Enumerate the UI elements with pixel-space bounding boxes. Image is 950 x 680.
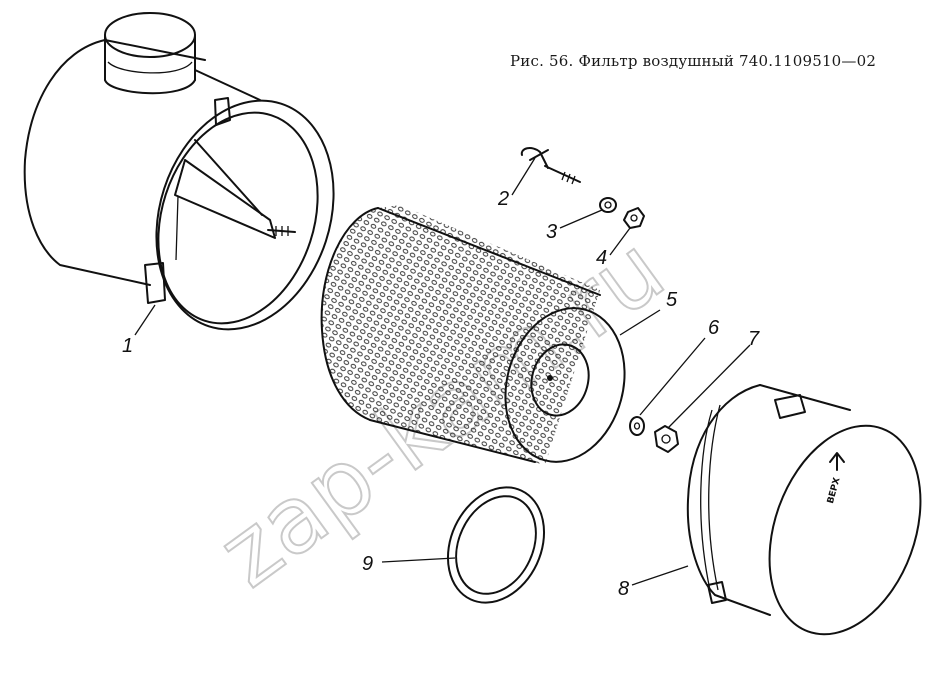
cover-marking: ВЕРХ — [826, 477, 843, 505]
callout-7: 7 — [748, 328, 760, 350]
leader-7 — [667, 344, 751, 429]
callout-9: 9 — [362, 553, 373, 575]
filter-element — [320, 205, 626, 465]
filter-housing — [23, 12, 335, 331]
filter-cover: ВЕРХ — [686, 384, 922, 636]
leader-1 — [134, 304, 156, 336]
callout-8: 8 — [618, 578, 629, 600]
callout-5: 5 — [666, 289, 678, 311]
leader-2 — [511, 157, 536, 196]
callout-1: 1 — [122, 335, 133, 357]
washer-part-6 — [629, 416, 645, 436]
washer-part-3 — [599, 197, 617, 213]
nut-part-7 — [654, 425, 679, 453]
callout-4: 4 — [596, 247, 607, 269]
callout-2: 2 — [497, 188, 509, 210]
seal-ring — [446, 486, 546, 604]
leader-9 — [381, 557, 456, 563]
callout-6: 6 — [708, 317, 720, 339]
leader-5 — [619, 309, 661, 336]
leader-3 — [559, 209, 603, 229]
bolt-part — [520, 147, 581, 185]
leader-4 — [609, 227, 631, 256]
figure-title: Рис. 56. Фильтр воздушный 740.1109510—02 — [510, 52, 877, 70]
leader-8 — [631, 565, 689, 586]
leader-lines — [134, 157, 751, 586]
nut-part-4 — [623, 207, 645, 229]
callout-3: 3 — [546, 221, 557, 243]
leader-6 — [639, 337, 706, 416]
